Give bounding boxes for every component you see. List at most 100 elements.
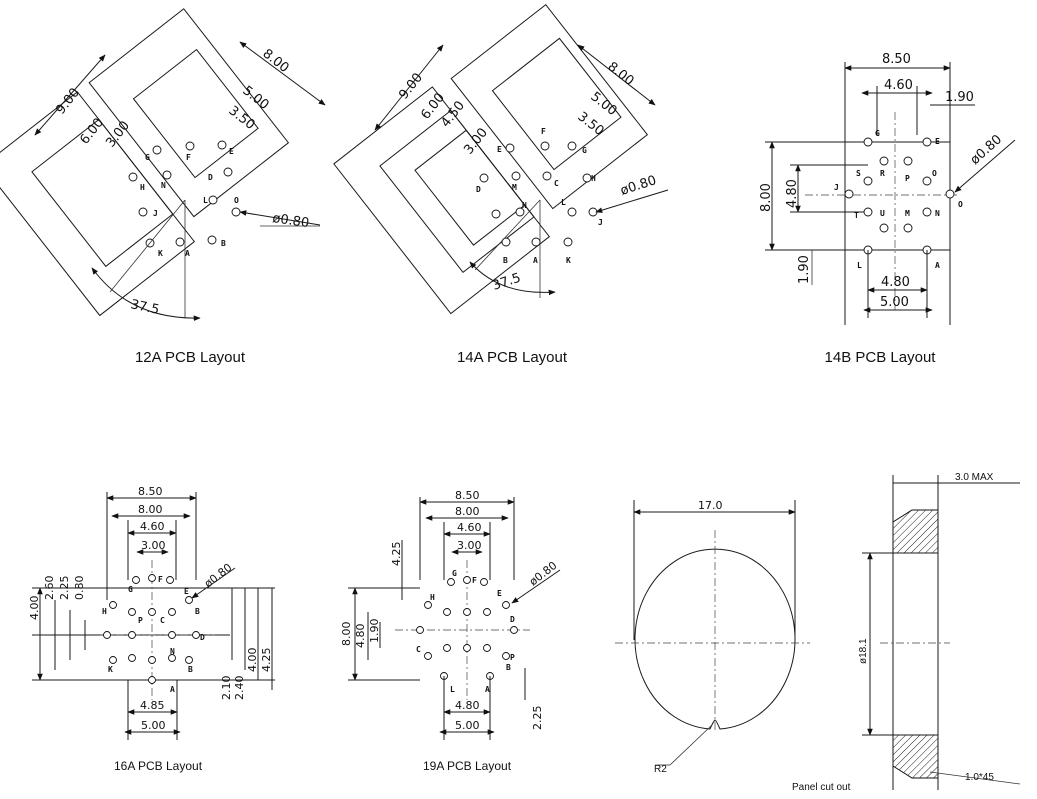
pin-19a-h: H: [430, 593, 435, 602]
layout-14a: 9.00 6.00 4.50 3.00 8.00 5.00 3.50 E F G…: [333, 3, 669, 315]
dim-16a-400r: 4.00: [246, 648, 259, 673]
pin-14b-u: U: [880, 209, 885, 218]
pin-14a-n: N: [522, 201, 527, 210]
pin-14b-r: R: [880, 169, 885, 178]
pin-12a-n: N: [161, 181, 166, 190]
pin-14a-g: G: [582, 146, 587, 155]
pin-19a-p: P: [510, 653, 515, 662]
pin-12a-a: A: [185, 249, 190, 258]
dim-16a-080: 0.80: [73, 576, 86, 601]
pin-16a-c: C: [160, 616, 165, 625]
holes-14b: [844, 137, 955, 255]
dim-14a-ang: 37.5: [491, 271, 523, 294]
pin-12a-l: L: [203, 196, 208, 205]
pin-16a-f: F: [158, 575, 163, 584]
pin-16a-a: A: [170, 685, 175, 694]
dim-16a-260: 2.60: [43, 576, 56, 601]
holes-16a: [103, 574, 200, 684]
dim-19a-425: 4.25: [390, 542, 403, 567]
dim-14b-dia: ø0.80: [968, 132, 1005, 168]
pin-14b-e: E: [935, 137, 940, 146]
pin-14a-f: F: [541, 127, 546, 136]
dim-16a-210: 2.10: [220, 676, 233, 701]
pin-14a-a: A: [533, 256, 538, 265]
pin-14a-c: C: [554, 179, 559, 188]
pin-14a-l: L: [561, 198, 566, 207]
dim-16a-850: 8.50: [138, 485, 163, 498]
pin-16a-p: P: [138, 616, 143, 625]
pin-12a-k: K: [158, 249, 163, 258]
pin-14a-h: H: [591, 174, 596, 183]
pin-14b-g: G: [875, 129, 880, 138]
dim-panel-170: 17.0: [698, 499, 723, 512]
layout-16a: 8.50 8.00 4.60 3.00 4.00 2.60 2.25 0.80: [28, 485, 275, 740]
pin-19a-c: C: [416, 645, 421, 654]
pin-19a-d: D: [510, 615, 515, 624]
pin-14b-n: N: [935, 209, 940, 218]
dim-panel-181: ø18.1: [858, 638, 869, 664]
panel-cutout-front: 17.0 R2: [615, 499, 810, 775]
pin-19a-f: F: [472, 576, 477, 585]
pin-14a-m: M: [512, 183, 517, 192]
pin-14b-a: A: [935, 261, 940, 270]
dim-16a-460: 4.60: [140, 520, 165, 533]
pin-14b-s: S: [856, 169, 861, 178]
pin-16a-g: G: [128, 585, 133, 594]
dim-16a-300: 3.00: [141, 539, 166, 552]
dim-12a-300: 3.00: [103, 118, 133, 150]
dim-14a-900: 9.00: [396, 70, 426, 102]
dim-19a-225: 2.25: [531, 706, 544, 731]
dim-16a-500: 5.00: [141, 719, 166, 732]
pin-16a-d: D: [200, 633, 205, 642]
panel-cutout-section: 3.0 MAX ø18.1 1.0*45: [858, 472, 1021, 790]
pin-12a-o: O: [234, 196, 239, 205]
holes-19a: [416, 576, 518, 680]
pin-14b-t: T: [854, 211, 859, 220]
pin-16a-n: N: [170, 647, 175, 656]
pin-14b-l: L: [857, 261, 862, 270]
pin-14b-m: M: [905, 209, 910, 218]
pin-19a-a: A: [485, 685, 490, 694]
pin-12a-h: H: [140, 183, 145, 192]
dim-14b-800: 8.00: [759, 183, 774, 212]
holes-14a: [479, 141, 598, 247]
dim-12a-350: 3.50: [226, 103, 258, 133]
pin-19a-g: G: [452, 569, 457, 578]
holes-12a: [128, 140, 241, 248]
dim-19a-800: 8.00: [455, 505, 480, 518]
layout-12a: 9.00 6.00 3.00 8.00 5.00 3.50 G F E H N …: [0, 8, 326, 321]
pin-14a-b: B: [503, 256, 508, 265]
dim-12a-ang: 37.5: [129, 297, 160, 318]
pin-14a-e: E: [497, 145, 502, 154]
pin-14b-p: P: [905, 174, 910, 183]
dim-19a-800l: 8.00: [340, 622, 353, 647]
dim-16a-240: 2.40: [233, 676, 246, 701]
dim-14b-460: 4.60: [884, 78, 913, 93]
layout-14b: 8.50 4.60 1.90 8.00 4.80 1.90: [759, 52, 1016, 325]
caption-14b: 14B PCB Layout: [825, 349, 937, 366]
caption-12a: 12A PCB Layout: [135, 349, 246, 366]
dim-12a-800: 8.00: [260, 46, 292, 76]
dim-14b-850: 8.50: [882, 52, 911, 67]
dim-panel-30max: 3.0 MAX: [955, 472, 994, 483]
pin-19a-e: E: [497, 589, 502, 598]
panel-radius: R2: [654, 764, 667, 775]
pin-12a-d: D: [208, 173, 213, 182]
caption-19a: 19A PCB Layout: [423, 759, 512, 773]
pin-14b-o: O: [932, 169, 937, 178]
pin-14b-o2: O: [958, 200, 963, 209]
caption-panel: Panel cut out: [792, 782, 851, 793]
pin-12a-f: F: [186, 153, 191, 162]
dim-16a-400: 4.00: [28, 596, 41, 621]
pin-12a-e: E: [229, 147, 234, 156]
dim-14b-190l: 1.90: [797, 255, 812, 284]
pin-16a-e: E: [184, 587, 189, 596]
dim-16a-485: 4.85: [140, 699, 165, 712]
pin-19a-b: B: [506, 663, 511, 672]
dim-14b-500: 5.00: [880, 295, 909, 310]
pin-16a-h: H: [102, 607, 107, 616]
dim-19a-460: 4.60: [457, 521, 482, 534]
dim-19a-190l: 1.90: [368, 619, 381, 644]
pin-14a-d: D: [476, 185, 481, 194]
